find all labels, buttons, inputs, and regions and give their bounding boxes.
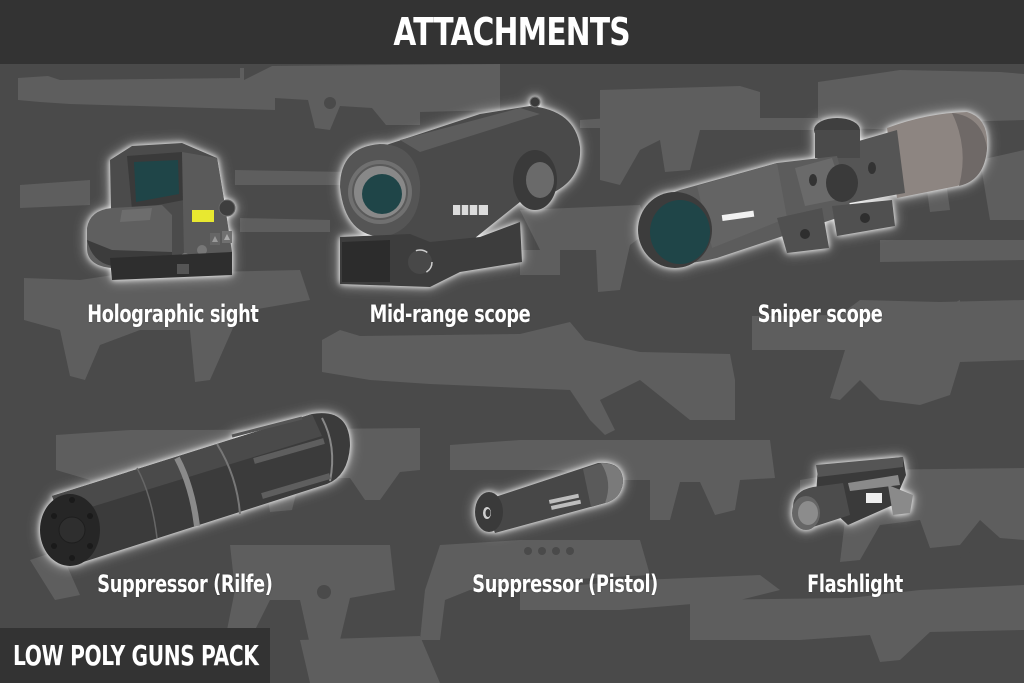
pistol-suppressor-icon — [473, 457, 625, 533]
rifle-suppressor-icon — [32, 406, 352, 566]
pistol-suppressor-label: Suppressor (Pistol) — [472, 570, 658, 598]
mid-range-scope-icon — [340, 92, 585, 290]
footer-banner: LOW POLY GUNS PACK — [0, 628, 270, 683]
sniper-scope-label: Sniper scope — [757, 300, 883, 328]
page-title: ATTACHMENTS — [393, 10, 631, 54]
rifle-suppressor-label: Suppressor (Rilfe) — [97, 570, 273, 598]
flashlight-icon — [788, 455, 916, 535]
mid-range-scope-label: Mid-range scope — [369, 300, 531, 328]
header-bar: ATTACHMENTS — [0, 0, 1024, 64]
holographic-sight-icon — [82, 140, 242, 282]
sniper-scope-icon — [637, 108, 989, 270]
flashlight-label: Flashlight — [807, 570, 903, 598]
holographic-sight-label: Holographic sight — [87, 300, 259, 328]
pack-title: LOW POLY GUNS PACK — [13, 639, 259, 672]
